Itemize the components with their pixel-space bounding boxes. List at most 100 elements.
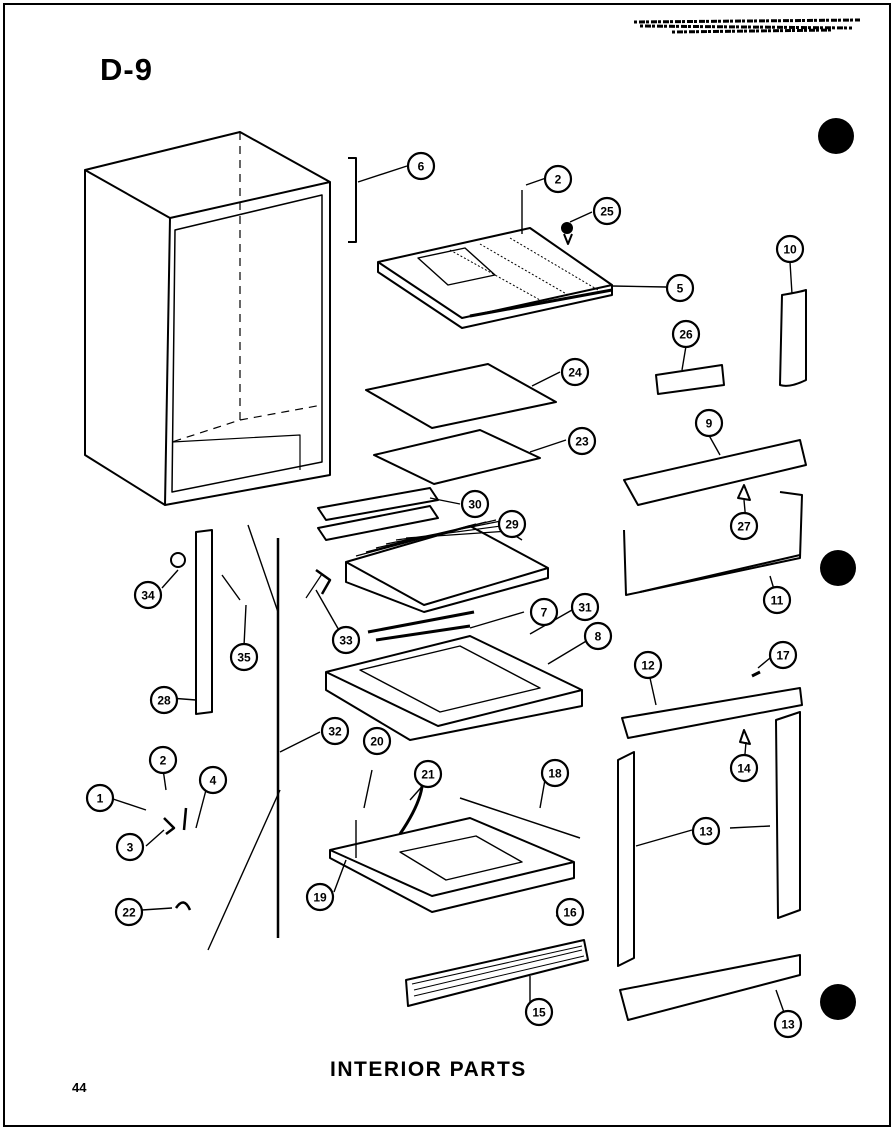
binder-hole-middle: [820, 550, 856, 586]
callout-label: 18: [548, 767, 562, 781]
trim-13-right: [775, 711, 801, 919]
callout-circle-27: [729, 511, 759, 541]
callout-label: 32: [328, 725, 342, 739]
callout-label: 10: [783, 243, 797, 257]
callout-label: 25: [600, 205, 614, 219]
part-28: [655, 364, 725, 395]
callout-circle-10: [775, 234, 805, 264]
callout-circle-12: [633, 650, 663, 680]
callout-circle-22: [114, 897, 144, 927]
trim-13-left: [617, 751, 635, 967]
callout-circle-19: [305, 882, 335, 912]
breaker-29: [195, 529, 213, 715]
part-35-shape: [170, 552, 186, 568]
callout-circle-34: [133, 580, 163, 610]
callout-circle-17: [768, 640, 798, 670]
page-number: 44: [72, 1080, 87, 1095]
callout-label: 5: [677, 282, 684, 296]
callout-circle-6: [406, 151, 436, 181]
callout-circle-2: [148, 745, 178, 775]
bin-11-rim: [639, 554, 801, 593]
callout-label: 33: [339, 634, 353, 648]
callout-label: 19: [313, 891, 327, 905]
callout-circle-25: [592, 196, 622, 226]
shelf-9: [623, 439, 807, 506]
callout-label: 24: [568, 366, 582, 380]
callout-label: 13: [699, 825, 713, 839]
callout-circle-11: [762, 585, 792, 615]
callout-circle-2: [543, 164, 573, 194]
callout-label: 6: [418, 160, 425, 174]
callout-label: 2: [555, 173, 562, 187]
callout-label: 26: [679, 328, 693, 342]
callout-circle-4: [198, 765, 228, 795]
callout-circle-31: [570, 592, 600, 622]
callout-circle-24: [560, 357, 590, 387]
leader-lines: [109, 165, 793, 1019]
callout-label: 8: [595, 630, 602, 644]
callout-circle-35: [229, 642, 259, 672]
callout-label: 15: [532, 1006, 546, 1020]
callout-label: 17: [776, 649, 790, 663]
callout-circle-7: [529, 597, 559, 627]
callout-circle-1: [85, 783, 115, 813]
callout-circle-8: [583, 621, 613, 651]
callout-label: 29: [505, 518, 519, 532]
callout-circle-5: [665, 273, 695, 303]
callout-label: 28: [157, 694, 171, 708]
callout-label: 35: [237, 651, 251, 665]
pad-24: [373, 429, 541, 485]
callout-circle-13: [691, 816, 721, 846]
callout-label: 7: [541, 606, 548, 620]
callout-label: 22: [122, 906, 136, 920]
callout-circle-32: [320, 716, 350, 746]
callout-circle-33: [331, 625, 361, 655]
part-10: [779, 289, 807, 387]
callout-label: 12: [641, 659, 655, 673]
callout-label: 9: [706, 417, 713, 431]
callout-label: 34: [141, 589, 155, 603]
callout-circle-13: [773, 1009, 803, 1039]
callout-label: 27: [737, 520, 751, 534]
callout-group: 1223456789101112131314151617181920212223…: [85, 151, 805, 1039]
callout-label: 20: [370, 735, 384, 749]
shelf-14: [619, 954, 801, 1021]
drip-tray: [325, 610, 583, 741]
shelf-12: [621, 687, 803, 739]
binder-hole-bottom: [820, 984, 856, 1020]
binder-hole-top: [818, 118, 854, 154]
callout-circle-26: [671, 319, 701, 349]
callout-label: 21: [421, 768, 435, 782]
page-frame: [3, 3, 891, 1127]
grille: [405, 939, 589, 1007]
bin-11: [623, 491, 803, 596]
callout-label: 4: [210, 774, 217, 788]
callout-circle-29: [497, 509, 527, 539]
page-code: D-9: [100, 52, 153, 87]
callout-label: 3: [127, 841, 134, 855]
callout-circle-21: [413, 759, 443, 789]
page-title: INTERIOR PARTS: [330, 1058, 527, 1081]
callout-circle-23: [567, 426, 597, 456]
cabinet-shell: [84, 131, 357, 506]
callout-circle-18: [540, 758, 570, 788]
callout-circle-20: [362, 726, 392, 756]
callout-circle-30: [460, 489, 490, 519]
callout-label: 11: [771, 594, 784, 608]
callout-label: 14: [737, 762, 751, 776]
callout-circle-16: [555, 897, 585, 927]
scan-noise-mark: [633, 18, 861, 34]
callout-label: 2: [160, 754, 167, 768]
callout-circle-28: [149, 685, 179, 715]
freezer-shelf: [377, 222, 613, 329]
callout-label: 31: [578, 601, 592, 615]
pad-25: [365, 363, 557, 429]
evaporator: [317, 487, 549, 613]
callout-circle-14: [729, 753, 759, 783]
callout-circle-9: [694, 408, 724, 438]
callout-label: 16: [563, 906, 577, 920]
callout-label: 30: [468, 498, 482, 512]
callout-label: 23: [575, 435, 589, 449]
callout-label: 1: [97, 792, 104, 806]
